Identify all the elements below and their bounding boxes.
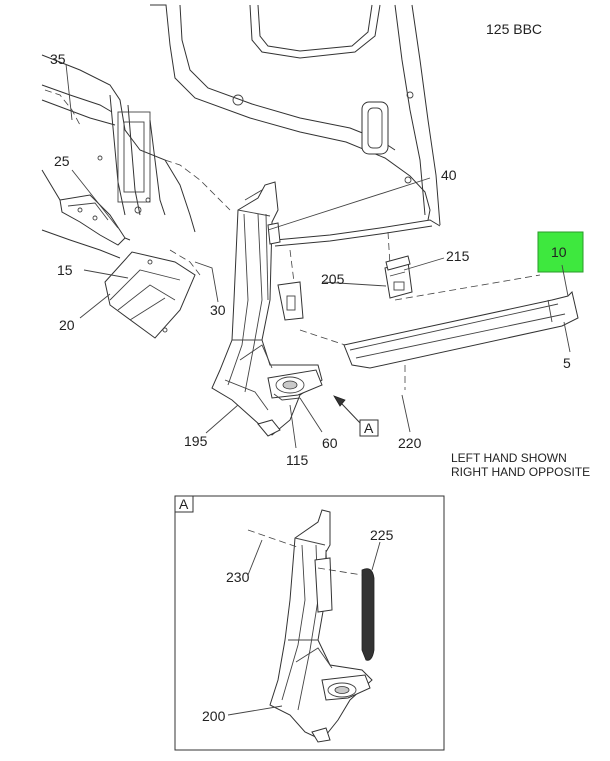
callout-205: 205 <box>321 271 345 287</box>
view-marker-label: A <box>364 420 374 436</box>
detail-view-a: A <box>174 495 445 751</box>
note-right-hand: RIGHT HAND OPPOSITE <box>451 465 590 479</box>
callout-5: 5 <box>563 355 571 371</box>
door-handle <box>361 101 389 155</box>
part-5-rocker-trim <box>343 291 579 369</box>
cab-outline <box>150 4 441 247</box>
callout-25: 25 <box>54 153 70 169</box>
callout-115: 115 <box>286 452 309 468</box>
view-arrow-a: A <box>333 395 379 437</box>
callout-60: 60 <box>322 435 338 451</box>
highlight-square <box>537 231 584 273</box>
callout-220: 220 <box>398 435 422 451</box>
callout-15: 15 <box>57 262 73 278</box>
part-215-clip <box>384 255 413 299</box>
callout-35: 35 <box>50 51 66 67</box>
note-left-hand: LEFT HAND SHOWN <box>451 451 567 465</box>
callout-215: 215 <box>446 248 470 264</box>
callout-230: 230 <box>226 569 250 585</box>
callout-200: 200 <box>202 708 226 724</box>
cab-frame-structure <box>41 54 196 259</box>
callout-10: 10 <box>551 244 567 260</box>
callout-30: 30 <box>210 302 226 318</box>
part-15-bracket <box>104 251 196 339</box>
callout-40: 40 <box>441 167 457 183</box>
diagram-code: 125 BBC <box>486 21 542 37</box>
callout-225: 225 <box>370 527 394 543</box>
callout-20: 20 <box>59 317 75 333</box>
step-assembly <box>211 181 323 437</box>
detail-view-label: A <box>179 496 189 512</box>
callout-195: 195 <box>184 433 208 449</box>
seal-strip <box>361 568 375 661</box>
leader-lines <box>65 63 571 449</box>
